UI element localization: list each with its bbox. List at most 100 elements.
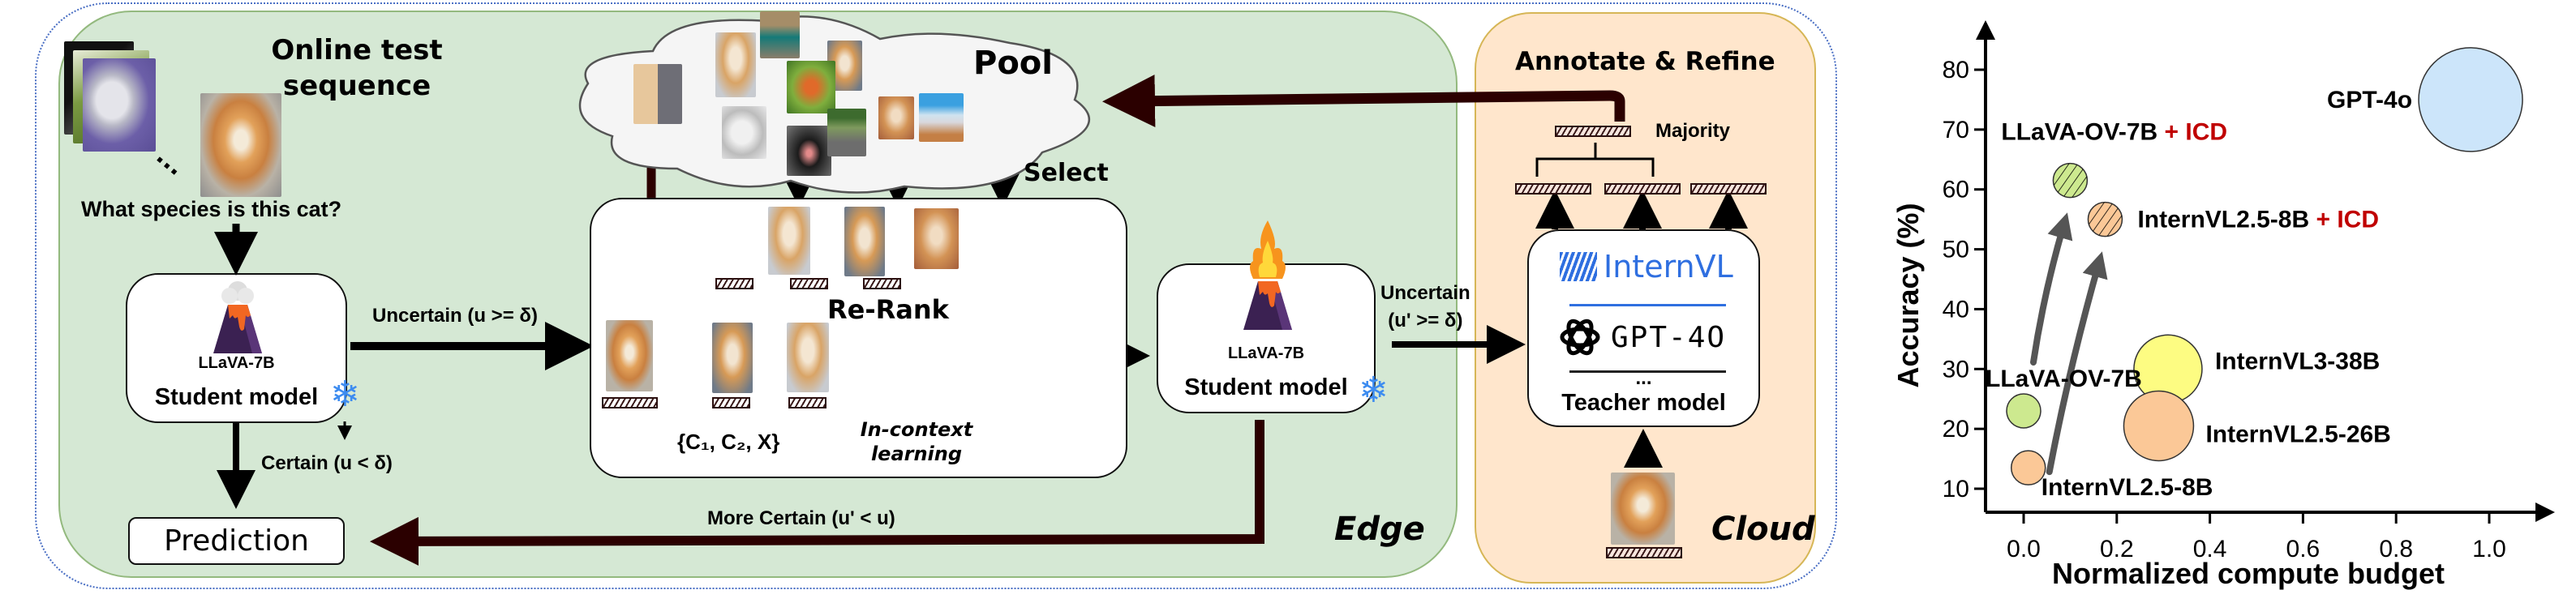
candidate-label-bar [715, 278, 753, 289]
snowflake-icon: ❄ [1359, 370, 1389, 410]
bubble-label-model: InternVL2.5-8B [2137, 207, 2309, 233]
reranked-label-bar [712, 397, 750, 408]
bubble-label: InternVL2.5-26B [2205, 421, 2390, 447]
icl-caption: In-context learning [860, 417, 973, 466]
bubble-label-model: GPT-4o [2327, 87, 2412, 113]
icl-caption-line-2: learning [870, 443, 963, 465]
logo-divider-black [1569, 370, 1726, 373]
pool-item [633, 64, 682, 124]
bubble-label: InternVL3-38B [2215, 348, 2380, 374]
uncertain-prime-line-1: Uncertain [1380, 282, 1470, 304]
pool-item [787, 61, 835, 113]
pool-label: Pool [973, 45, 1053, 82]
bubble-label: LLaVA-OV-7B + ICD [2001, 119, 2227, 146]
uncertain-label: Uncertain (u >= δ) [372, 305, 538, 327]
reranked-image [606, 320, 653, 391]
bubble-label: InternVL2.5-8B + ICD [2137, 207, 2379, 233]
annotate-title: Annotate & Refine [1515, 47, 1775, 76]
candidate-label-bar [790, 278, 828, 289]
majority-label: Majority [1655, 120, 1731, 142]
bubble-label: InternVL2.5-8B [2041, 474, 2213, 501]
bubble-hatch [2088, 202, 2123, 237]
pool-item [715, 32, 756, 97]
y-tick-label: 80 [1943, 57, 1969, 83]
snowflake-icon: ❄ [330, 374, 360, 414]
student-model-2-label: Student model [1184, 374, 1348, 400]
volcano-icon [213, 281, 262, 353]
student-model-1-box[interactable]: LLaVA-7B Student model [126, 273, 347, 423]
teacher-ellipsis: ... [1635, 367, 1652, 389]
student-model-1-label: Student model [154, 384, 319, 410]
improvement-arrow [2030, 212, 2073, 366]
image-stack [64, 41, 226, 203]
bubble-label-model: InternVL2.5-26B [2205, 421, 2390, 447]
pool-item [827, 109, 866, 156]
gpt-logo: GPT-4O [1557, 314, 1726, 360]
pool-item [878, 96, 914, 139]
question-text: What species is this cat? [81, 197, 342, 221]
bubble-label: LLaVA-OV-7B [1986, 366, 2142, 392]
teacher-label-bar [1515, 183, 1591, 195]
x-tick-label: 0.0 [2007, 536, 2041, 562]
y-axis-title: Accuracy (%) [1891, 203, 1925, 387]
chart-arrows [2030, 212, 2108, 476]
student-model-2-name: LLaVA-7B [1227, 344, 1305, 362]
query-cat-image [200, 93, 281, 197]
bubble-label-model: LLaVA-OV-7B [1986, 366, 2142, 392]
openai-icon [1560, 319, 1600, 356]
pool-item [919, 93, 964, 142]
bubble-hatch [2053, 163, 2088, 198]
reranked-image [712, 323, 753, 393]
teacher-model-label: Teacher model [1561, 390, 1726, 416]
pool-item [787, 126, 831, 176]
title-line-1: Online test [271, 34, 443, 66]
certain-label: Certain (u < δ) [261, 452, 393, 474]
title-line-2: sequence [282, 70, 431, 102]
x-tick-label: 1.0 [2472, 536, 2506, 562]
candidate-image [914, 208, 959, 269]
candidate-image [844, 207, 885, 276]
icl-caption-line-1: In-context [860, 418, 973, 441]
bubble [2418, 47, 2523, 152]
x-tick-label: 0.4 [2193, 536, 2227, 562]
uncertain-prime-label: Uncertain (u' >= δ) [1380, 280, 1470, 335]
x-tick-label: 0.2 [2100, 536, 2134, 562]
reranked-image [787, 323, 829, 392]
student-model-2-box[interactable]: LLaVA-7B Student model [1157, 220, 1376, 413]
logo-divider-blue [1569, 304, 1726, 306]
bubble-label-model: InternVL2.5-8B [2041, 474, 2213, 501]
bubble [2006, 393, 2041, 429]
x-axis-title: Normalized compute budget [2052, 557, 2445, 590]
y-tick-label: 70 [1943, 117, 1969, 143]
uncertain-sample-image [1611, 473, 1675, 545]
chart-points [2006, 47, 2523, 485]
internvl-logo: InternVL [1560, 249, 1733, 284]
prediction-label: Prediction [164, 524, 309, 558]
online-sequence-title: Online test sequence [268, 32, 446, 104]
teacher-label-bar [1604, 183, 1681, 195]
y-tick-label: 60 [1943, 177, 1969, 203]
bubble [2123, 390, 2195, 462]
prediction-box: Prediction [128, 517, 345, 565]
cloud-label: Cloud [1711, 511, 1815, 548]
internvl-logo-text: InternVL [1604, 249, 1733, 284]
more-certain-label: More Certain (u' < u) [707, 507, 895, 529]
pool-item [722, 106, 766, 159]
improvement-arrow [2046, 251, 2108, 476]
bubble-label-icd: + ICD [2309, 207, 2379, 233]
teacher-model-box[interactable]: InternVL GPT-4O ... Teacher model [1527, 229, 1760, 427]
teacher-label-bar [1690, 183, 1767, 195]
y-tick-label: 40 [1943, 296, 1969, 323]
bubble-label: GPT-4o [2327, 87, 2412, 113]
select-label: Select [1024, 159, 1109, 187]
outer-frame [35, 2, 1837, 589]
majority-label-bar [1555, 126, 1631, 137]
bubble-label-icd: + ICD [2157, 119, 2227, 146]
uncertain-prime-line-2: (u' >= δ) [1388, 310, 1463, 331]
y-tick-label: 20 [1943, 416, 1969, 443]
majority-bracket [1535, 143, 1655, 177]
y-tick-label: 30 [1943, 356, 1969, 383]
arrow-majority-to-pool [1102, 75, 1625, 128]
edge-label: Edge [1334, 511, 1425, 548]
